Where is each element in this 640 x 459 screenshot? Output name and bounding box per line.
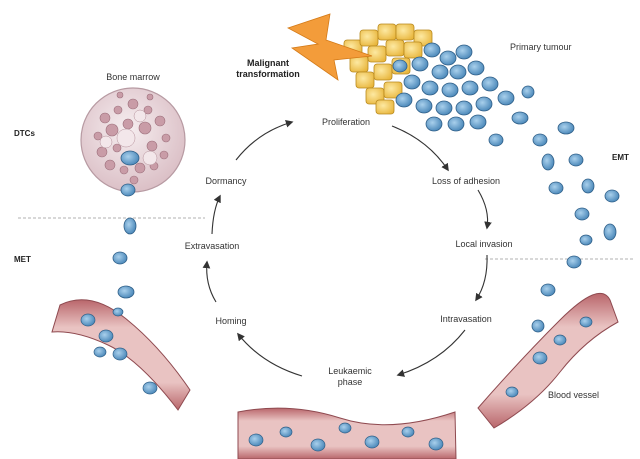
label-emt: EMT (612, 153, 629, 162)
label-blood-vessel: Blood vessel (548, 390, 599, 400)
arrow-homing-to-extravasation (202, 260, 217, 303)
step-dormancy: Dormancy (205, 176, 247, 186)
label-bone-marrow: Bone marrow (106, 72, 160, 82)
arrow-extravasation-to-dormancy (211, 194, 221, 235)
arrow-proliferation-to-loss (391, 125, 449, 172)
emt-cells (488, 85, 620, 333)
bottom-blood-vessel (237, 407, 457, 459)
right-blood-vessel (477, 292, 619, 429)
arrow-intravasation-to-leukaemic (396, 329, 466, 377)
step-proliferation: Proliferation (322, 117, 370, 127)
label-leukaemic-2: phase (338, 377, 363, 387)
cycle-arrows (202, 120, 492, 377)
arrow-invasion-to-intravasation (475, 254, 488, 302)
left-blood-vessel (51, 299, 191, 411)
step-local-invasion: Local invasion (455, 239, 512, 249)
label-leukaemic-1: Leukaemic (328, 366, 372, 376)
arrow-loss-to-invasion (477, 189, 492, 230)
arrow-leukaemic-to-homing (237, 332, 303, 377)
label-malignant-1: Malignant (247, 58, 289, 68)
step-intravasation: Intravasation (440, 314, 492, 324)
label-met: MET (14, 255, 31, 264)
label-dtcs: DTCs (14, 129, 35, 138)
arrow-dormancy-to-proliferation (235, 120, 294, 161)
bone-marrow-illustration (80, 87, 186, 193)
label-primary-tumour: Primary tumour (510, 42, 572, 52)
label-malignant-2: transformation (236, 69, 300, 79)
step-extravasation: Extravasation (185, 241, 240, 251)
step-homing: Homing (215, 316, 246, 326)
primary-tumour (343, 23, 515, 132)
dtc-cells (112, 150, 140, 299)
lightning-bolt-icon (286, 13, 373, 81)
step-loss-of-adhesion: Loss of adhesion (432, 176, 500, 186)
